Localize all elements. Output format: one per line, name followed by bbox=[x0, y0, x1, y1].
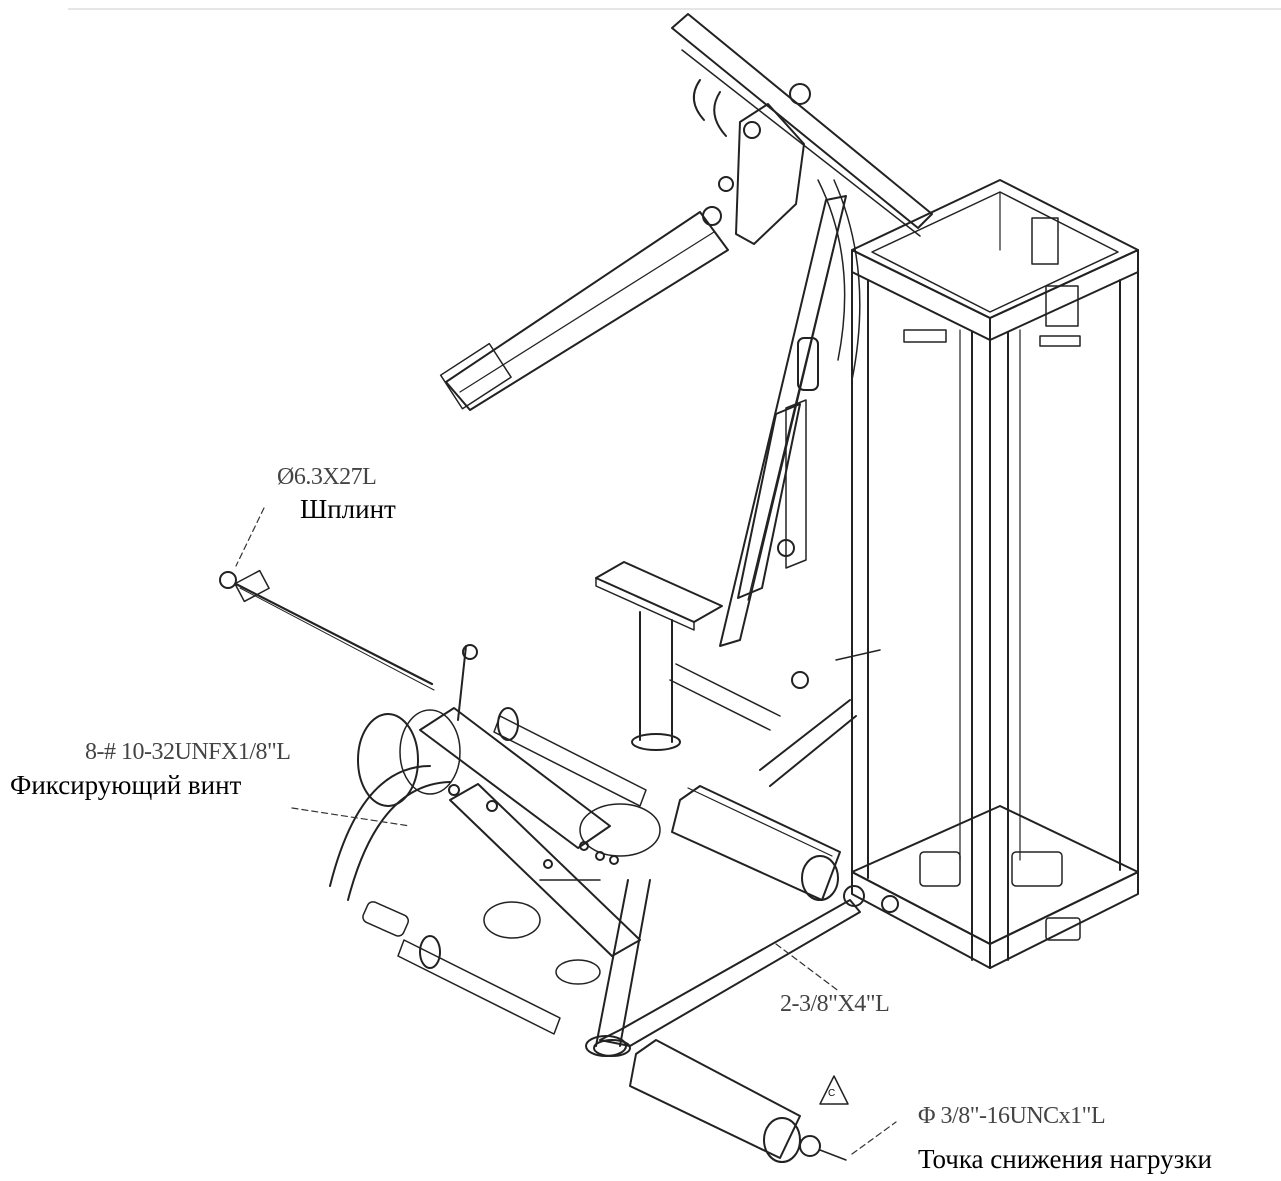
load-bolt-leader bbox=[851, 1121, 897, 1155]
leg-extension-assembly bbox=[329, 644, 661, 1057]
setscrew-leader bbox=[291, 807, 411, 827]
front-roller-pad bbox=[671, 785, 841, 901]
top-divider bbox=[68, 8, 1281, 10]
weight-stack-frame bbox=[851, 179, 1139, 969]
warning-letter: C bbox=[828, 1088, 836, 1099]
bolt-spec: 2-3/8"X4"L bbox=[780, 991, 890, 1017]
setscrew-spec: 8-# 10-32UNFX1/8"L bbox=[85, 739, 291, 765]
cotter-pin bbox=[219, 569, 435, 691]
main-upright bbox=[439, 13, 933, 647]
cotter-leader bbox=[235, 507, 265, 567]
base-frame bbox=[593, 649, 899, 1057]
bolt-leader bbox=[775, 943, 841, 993]
seat bbox=[595, 561, 781, 751]
load-point-label: Точка снижения нагрузки bbox=[918, 1144, 1212, 1174]
load-bolt-spec: Φ 3/8"-16UNCx1"L bbox=[918, 1103, 1106, 1129]
cotter-pin-spec: Ø6.3X27L bbox=[277, 464, 377, 490]
back-pad bbox=[737, 399, 807, 599]
setscrew-label: Фиксирующий винт bbox=[10, 770, 242, 800]
leader-lines bbox=[235, 507, 897, 1155]
cotter-pin-label: Шплинт bbox=[300, 494, 396, 524]
lower-roller-pad bbox=[629, 1039, 847, 1163]
warning-triangle-icon bbox=[819, 1075, 849, 1105]
